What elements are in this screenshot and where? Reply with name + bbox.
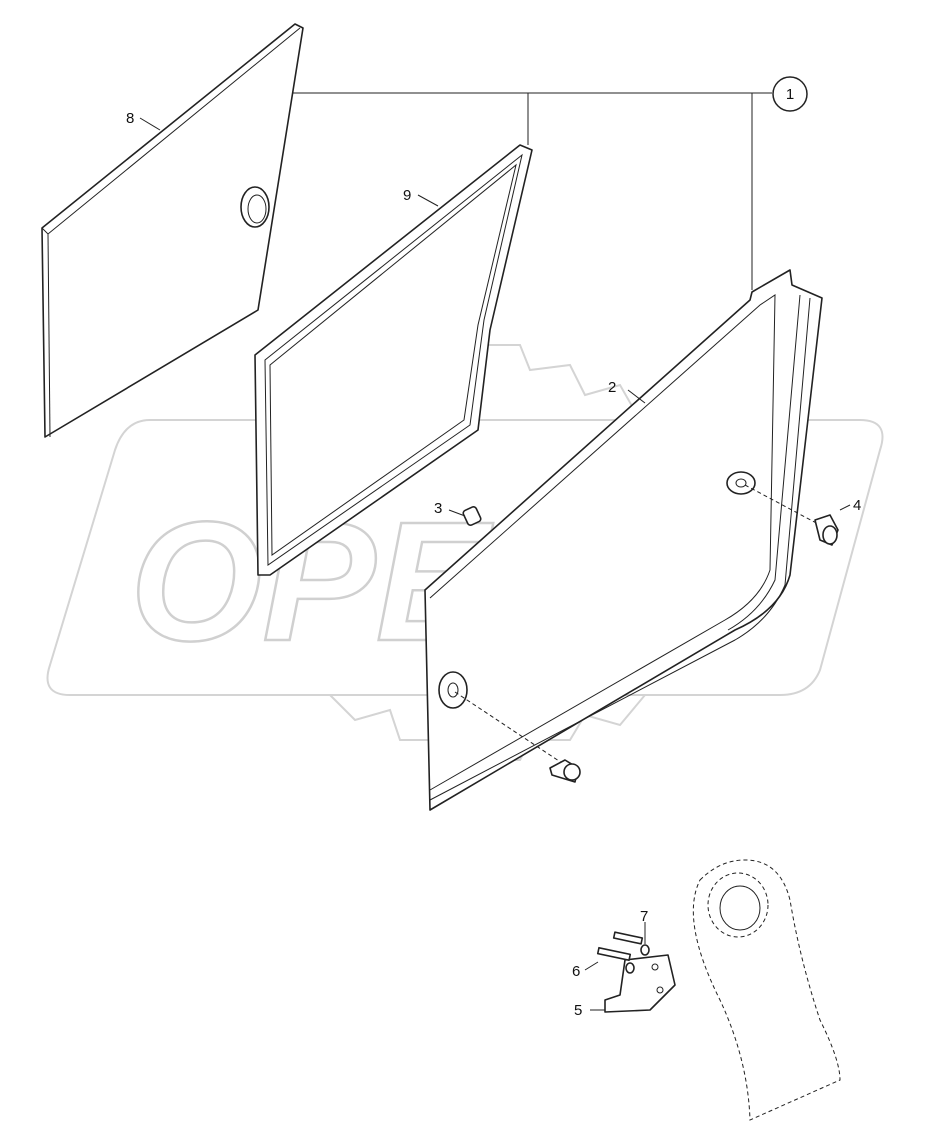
callout-circle: [772, 76, 808, 112]
callout-8: 8: [126, 110, 134, 127]
latch-4: 4: [744, 484, 861, 546]
callout-1: 1: [786, 86, 794, 103]
callout-6: 6: [572, 963, 580, 980]
latch-lower: [454, 691, 581, 783]
bolt-6: 6 7: [572, 908, 650, 980]
bracket-5: 5: [574, 954, 676, 1019]
callout-2: 2: [608, 379, 616, 396]
glass-pane: 8: [41, 23, 304, 438]
door-panel: 2: [424, 269, 823, 811]
callout-9: 9: [403, 187, 411, 204]
callout-5: 5: [574, 1002, 582, 1019]
seal-frame: 9: [254, 144, 533, 576]
callout-3: 3: [434, 500, 442, 517]
cab-post: [692, 859, 841, 1121]
callout-4: 4: [853, 497, 861, 514]
assembly-leader: 1: [292, 76, 808, 290]
part-3: 3: [434, 500, 482, 527]
callout-7: 7: [640, 908, 648, 925]
